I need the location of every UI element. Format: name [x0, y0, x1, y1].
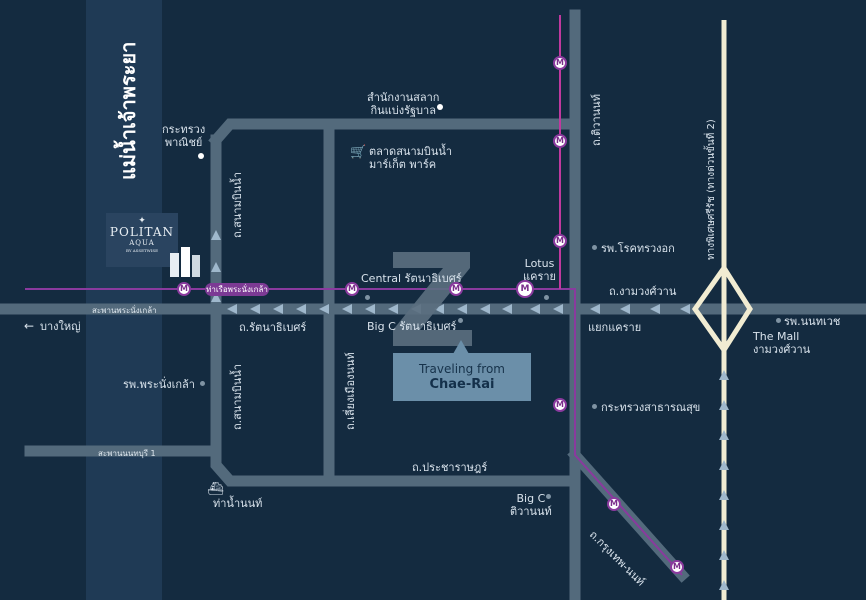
mrt-interchange-icon[interactable]: M [516, 280, 534, 298]
river-label: แม่น้ำเจ้าพระยา [116, 41, 140, 180]
rd-liang-mueang-label: ถ.เลี่ยงเมืองนนท์ [344, 352, 357, 430]
arrow-left-icon: ← [24, 319, 35, 333]
poi-dot [546, 494, 551, 499]
logo-tiny: BY ASSETWISE [125, 248, 159, 253]
poi-dot [365, 295, 370, 300]
road-sanambinnam-vertical [210, 134, 581, 487]
callout-line2: Chae-Rai [429, 377, 495, 392]
central-rattanathibet-label: Central รัตนาธิเบศร์ [361, 272, 462, 285]
rd-sanambinnam-north-label: ถ.สนามบินน้ำ [231, 171, 244, 238]
logo-sub: AQUA [129, 239, 155, 247]
rd-tiwanon-north-label: ถ.ติวานนท์ [590, 94, 603, 146]
z-badge [393, 252, 472, 346]
politan-aqua-logo: ✦ POLITAN AQUA BY ASSETWISE [106, 213, 178, 267]
khae-rai-junction-label: แยกแคราย [588, 321, 642, 334]
rd-sanambinnam-south-label: ถ.สนามบินน้ำ [231, 363, 244, 430]
phra-nang-klao-hospital-label: รพ.พระนั่งเกล้า [123, 378, 195, 391]
route-arrows-north [211, 230, 221, 302]
poi-dot [592, 245, 597, 250]
mrt-station-icon[interactable]: M [553, 398, 567, 412]
traveling-from-callout: Traveling from Chae-Rai [393, 353, 531, 401]
mrt-station-icon[interactable]: M [345, 282, 359, 296]
mrt-station-icon[interactable]: M [607, 497, 621, 511]
shopping-cart-icon: 🛒 [350, 145, 367, 160]
mrt-station-icon[interactable]: M [553, 134, 567, 148]
building-icon [170, 247, 200, 277]
mrt-station-icon[interactable]: M [449, 282, 463, 296]
route-arrows-expressway [719, 370, 729, 590]
lottery-office-label: สำนักงานสลากกินแบ่งรัฐบาล [367, 91, 440, 117]
logo-star: ✦ [138, 216, 146, 226]
pier-tag: ท่าเรือพระนั่งเกล้า [205, 283, 269, 296]
nonthavej-hospital-label: รพ.นนทเวช [784, 315, 841, 328]
mrt-station-icon[interactable]: M [553, 56, 567, 70]
expressway-ramp-a [691, 266, 727, 352]
poi-dot [200, 381, 205, 386]
chest-hospital-label: รพ.โรคทรวงอก [601, 242, 675, 255]
mrt-station-icon[interactable]: M [553, 234, 567, 248]
river [86, 0, 162, 600]
purple-line [25, 288, 683, 576]
bang-yai-label: บางใหญ่ [40, 320, 81, 333]
ministry-public-health-label: กระทรวงสาธารณสุข [601, 401, 701, 414]
rd-ngamwongwan-label: ถ.งามวงศ์วาน [609, 285, 677, 298]
rama5-bridge-label: สะพานนนทบุรี 1 [98, 449, 156, 458]
poi-dot [437, 104, 443, 110]
expressway-label: ทางพิเศษศรีรัช (ทางด่วนขั้นที่ 2) [706, 119, 717, 260]
sanambinnam-market-label: ตลาดสนามบินน้ำมาร์เก็ต พาร์ค [369, 145, 453, 171]
poi-dot [458, 318, 463, 323]
poi-dot [776, 318, 781, 323]
road-sanambinnam [208, 118, 581, 148]
ministry-commerce-label: กระทรวงพาณิชย์ [162, 123, 206, 149]
mrt-station-icon[interactable]: M [670, 560, 684, 574]
rd-prachachuen-label: ถ.ประชาราษฎร์ [412, 461, 488, 474]
callout-line1: Traveling from [419, 362, 505, 376]
phra-nang-klao-bridge-label: สะพานพระนั่งเกล้า [92, 306, 157, 315]
poi-dot [592, 404, 597, 409]
boat-icon: ⛴ [207, 482, 224, 497]
poi-dot [198, 153, 204, 159]
logo-name: POLITAN [109, 225, 175, 239]
expressway-ramp-b [721, 266, 753, 352]
poi-dot [544, 295, 549, 300]
big-c-rattanathibet-label: Big C รัตนาธิเบศร์ [367, 320, 457, 333]
mrt-station-icon[interactable]: M [177, 282, 191, 296]
callout-pointer [453, 340, 469, 354]
rd-rattanathibet-label: ถ.รัตนาธิเบศร์ [239, 321, 307, 334]
nonthaburi-pier-label: ท่าน้ำนนท์ [213, 497, 263, 510]
